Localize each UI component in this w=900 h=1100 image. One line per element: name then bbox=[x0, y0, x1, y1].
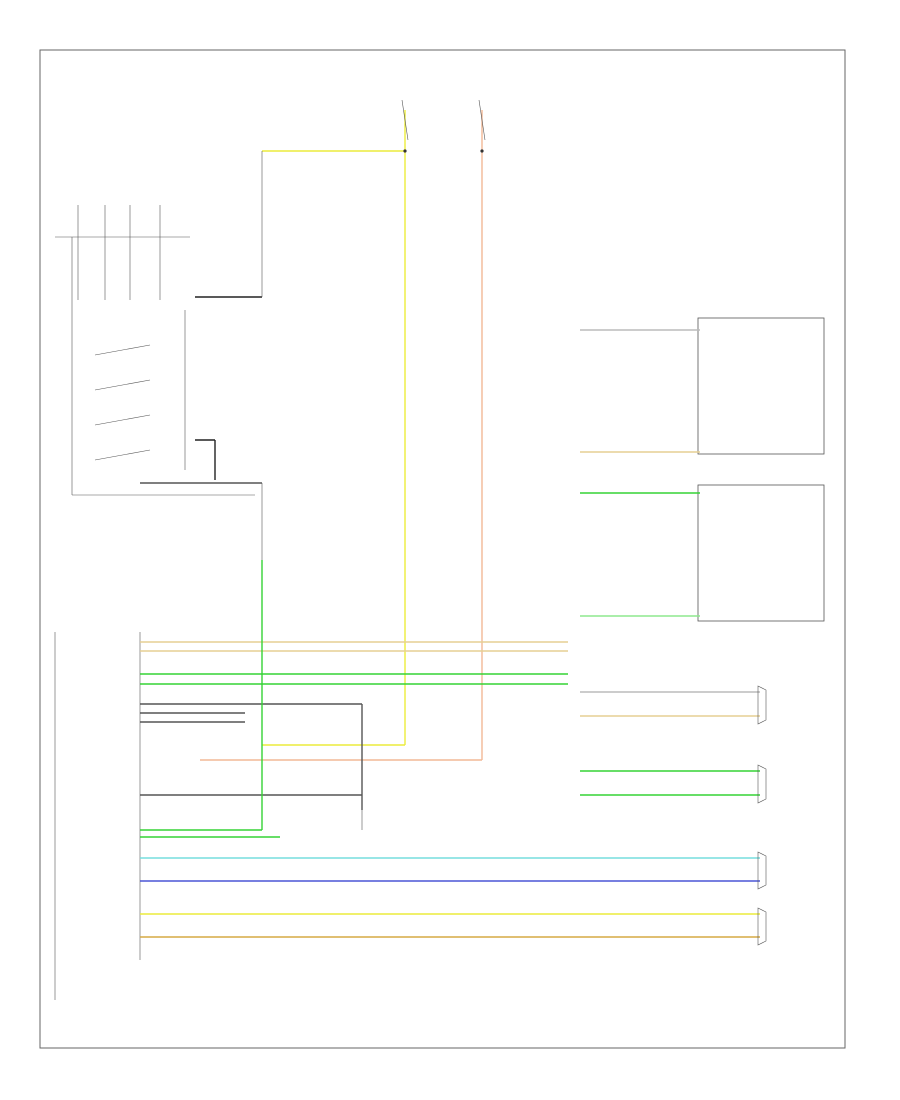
switch-contact-4 bbox=[94, 449, 151, 461]
radio-output-wires bbox=[140, 560, 760, 938]
rear-speakers bbox=[580, 685, 767, 946]
fuse-symbol-left bbox=[401, 99, 409, 141]
left-front-door-speaker-box bbox=[697, 317, 825, 455]
lf-tweeter-symbol bbox=[757, 907, 767, 946]
radio-connector bbox=[54, 632, 363, 1000]
rf-tweeter-symbol bbox=[757, 851, 767, 890]
switch-contact-2 bbox=[94, 379, 151, 391]
steering-wheel-controls bbox=[55, 151, 263, 560]
fuse-node-right bbox=[480, 149, 484, 153]
diagram-frame bbox=[39, 49, 846, 1049]
fuse-symbol-right bbox=[478, 99, 486, 141]
switch-contact-3 bbox=[94, 414, 151, 426]
fuse-node-left bbox=[403, 149, 407, 153]
top-feeds bbox=[200, 99, 486, 761]
switch-contact-1 bbox=[94, 344, 151, 356]
right-front-door-speaker-box bbox=[697, 484, 825, 622]
front-speakers bbox=[580, 317, 825, 622]
rr-speaker-symbol bbox=[757, 764, 767, 804]
lr-speaker-symbol bbox=[757, 685, 767, 725]
